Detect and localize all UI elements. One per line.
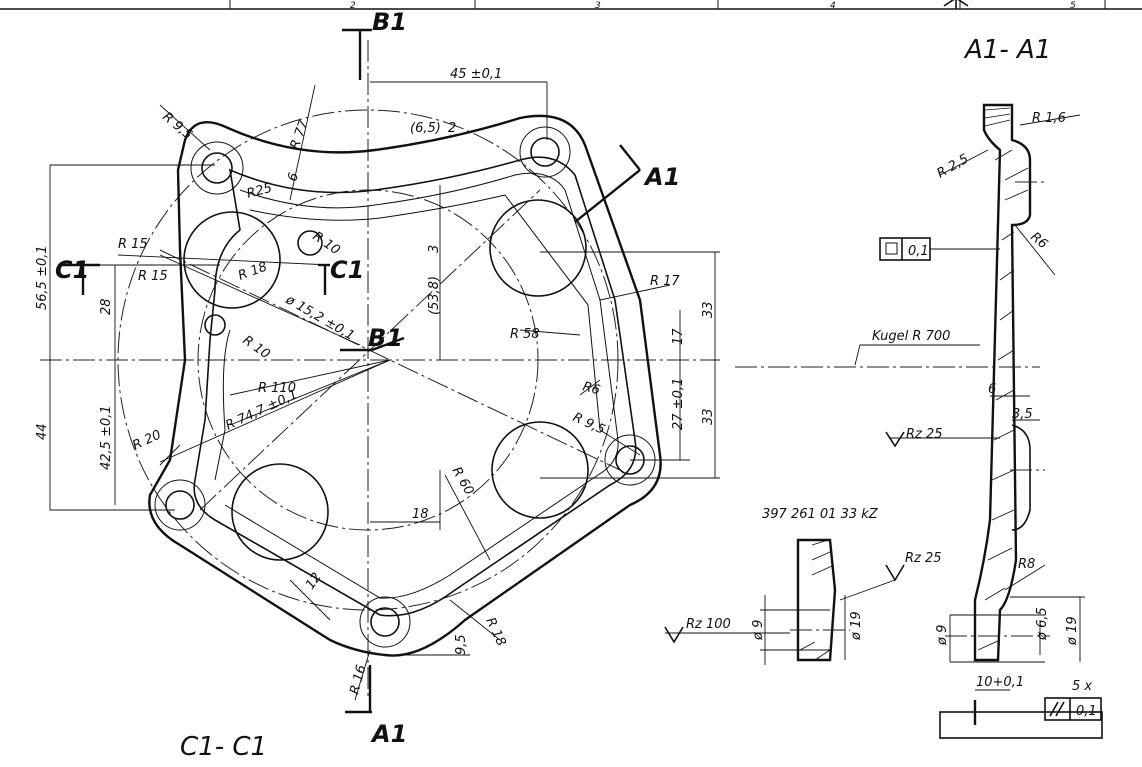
radius-9-5-right: R 9,5 bbox=[570, 410, 607, 438]
radius-25: R25 bbox=[245, 181, 274, 202]
radius-60: R 60 bbox=[449, 465, 477, 498]
dia-15-2: ø 15,2 ±0,1 bbox=[282, 292, 357, 344]
parallel-icon bbox=[1049, 701, 1065, 717]
large-opening-bottom-left bbox=[231, 463, 329, 561]
dim-28: 28 bbox=[99, 298, 114, 315]
dim-33-bottom: 33 bbox=[701, 408, 716, 425]
part-number-label: 397 261 01 33 kZ bbox=[762, 507, 879, 522]
dim-44: 44 bbox=[35, 423, 50, 440]
dim-10: 10+0,1 bbox=[976, 675, 1024, 690]
radius-6: R6 bbox=[581, 379, 602, 398]
marker-a1-bottom: A1 bbox=[370, 720, 407, 748]
dim-6-5: (6,5) bbox=[410, 121, 441, 136]
radius-110: R 110 bbox=[258, 381, 296, 396]
dim-56-5: 56,5 ±0,1 bbox=[35, 245, 50, 310]
parallelism-value: 0,1 bbox=[1076, 704, 1097, 719]
radius-77: R 77 bbox=[288, 118, 313, 152]
section-a1-profile bbox=[973, 103, 1032, 662]
rz25-section-label: Rz 25 bbox=[906, 427, 943, 442]
dim-45: 45 ±0,1 bbox=[450, 67, 502, 82]
dim-42-5: 42,5 ±0,1 bbox=[99, 405, 114, 470]
bolt-hole-top-left bbox=[190, 141, 244, 195]
header-cell-5: 5 bbox=[1070, 1, 1076, 11]
dim-dia-9-section: ø 9 bbox=[935, 625, 950, 646]
section-c1-title: C1- C1 bbox=[180, 732, 267, 762]
radius-18: R 18 bbox=[236, 259, 269, 283]
dim-53-8: (53,8) bbox=[427, 276, 442, 315]
marker-c1-right: C1 bbox=[330, 256, 364, 284]
datum-block bbox=[939, 711, 1103, 739]
header-strip: 2 3 4 5 bbox=[0, 0, 1142, 11]
dim-27: 27 ±0,1 bbox=[671, 378, 686, 430]
header-cell-3: 3 bbox=[595, 1, 601, 11]
large-opening-left bbox=[183, 211, 281, 309]
flatness-value: 0,1 bbox=[908, 244, 929, 259]
bolt-hole-left bbox=[154, 479, 206, 531]
dim-33-top: 33 bbox=[701, 301, 716, 318]
bolt-hole-top-right bbox=[519, 126, 571, 178]
marker-b1-top: B1 bbox=[372, 8, 407, 36]
dim-9-5: 9,5 bbox=[454, 634, 469, 655]
marker-b1-center: B1 bbox=[368, 324, 403, 352]
label-5x: 5 x bbox=[1072, 679, 1092, 694]
parallelism-frame bbox=[1044, 697, 1102, 721]
plate-main-view bbox=[40, 28, 720, 714]
dim-6-5-circle: 2 bbox=[448, 121, 456, 136]
radius-2-5-section: R 2,5 bbox=[935, 152, 972, 182]
radius-18-bottom: R 18 bbox=[482, 615, 508, 648]
dim-dia-19-section: ø 19 bbox=[1065, 616, 1080, 646]
radius-8-section: R8 bbox=[1018, 557, 1035, 572]
marker-c1-left: C1 bbox=[55, 256, 89, 284]
small-detail-view bbox=[664, 538, 905, 665]
radius-1-6-section: R 1,6 bbox=[1032, 111, 1066, 126]
dim-17: 17 bbox=[671, 328, 686, 345]
dim-18: 18 bbox=[412, 507, 429, 522]
flatness-icon bbox=[885, 242, 898, 255]
projection-symbol-icon bbox=[943, 0, 969, 9]
rz100-label: Rz 100 bbox=[686, 617, 731, 632]
rz25-detail-label: Rz 25 bbox=[905, 551, 942, 566]
dim-6: 6 bbox=[285, 171, 302, 183]
rz100-surface-icon bbox=[664, 626, 684, 644]
dim-53-8-circle: 3 bbox=[427, 245, 442, 253]
radius-6-section: R6 bbox=[1027, 230, 1050, 253]
plate-inner-contour bbox=[193, 156, 637, 617]
dim-dia-19-detail: ø 19 bbox=[849, 611, 864, 641]
section-a1-title: A1- A1 bbox=[963, 35, 1051, 65]
dim-3-5: 3,5 bbox=[1012, 407, 1033, 422]
dim-dia-6-5: ø 6,5 bbox=[1035, 607, 1050, 641]
dim-dia-9-detail: ø 9 bbox=[751, 620, 766, 641]
bolt-hole-bottom bbox=[359, 596, 411, 648]
header-cell-4: 4 bbox=[830, 1, 836, 11]
rz25-detail-surface-icon bbox=[885, 564, 905, 582]
rz-surface-icon bbox=[885, 431, 905, 448]
radius-15-a: R 15 bbox=[118, 237, 148, 252]
radius-9-5-top: R 9,5 bbox=[159, 110, 195, 143]
marker-a1-right: A1 bbox=[643, 163, 680, 191]
large-opening-bottom-right bbox=[491, 421, 589, 519]
radius-16: R 16 bbox=[347, 663, 369, 696]
section-a1-view bbox=[735, 103, 1103, 739]
inner-centerline-circle bbox=[197, 189, 539, 531]
radius-20: R 20 bbox=[130, 427, 163, 453]
bolt-circle-centerline bbox=[117, 109, 619, 611]
radius-58: R 58 bbox=[510, 327, 540, 342]
large-opening-top-right bbox=[489, 199, 587, 297]
dim-6-section: 6 bbox=[988, 382, 996, 397]
header-cell-2: 2 bbox=[350, 1, 356, 11]
radius-17: R 17 bbox=[650, 274, 680, 289]
radius-10-b: R 10 bbox=[240, 333, 273, 362]
kugel-radius-700: Kugel R 700 bbox=[872, 329, 950, 344]
radius-15-b: R 15 bbox=[138, 269, 168, 284]
